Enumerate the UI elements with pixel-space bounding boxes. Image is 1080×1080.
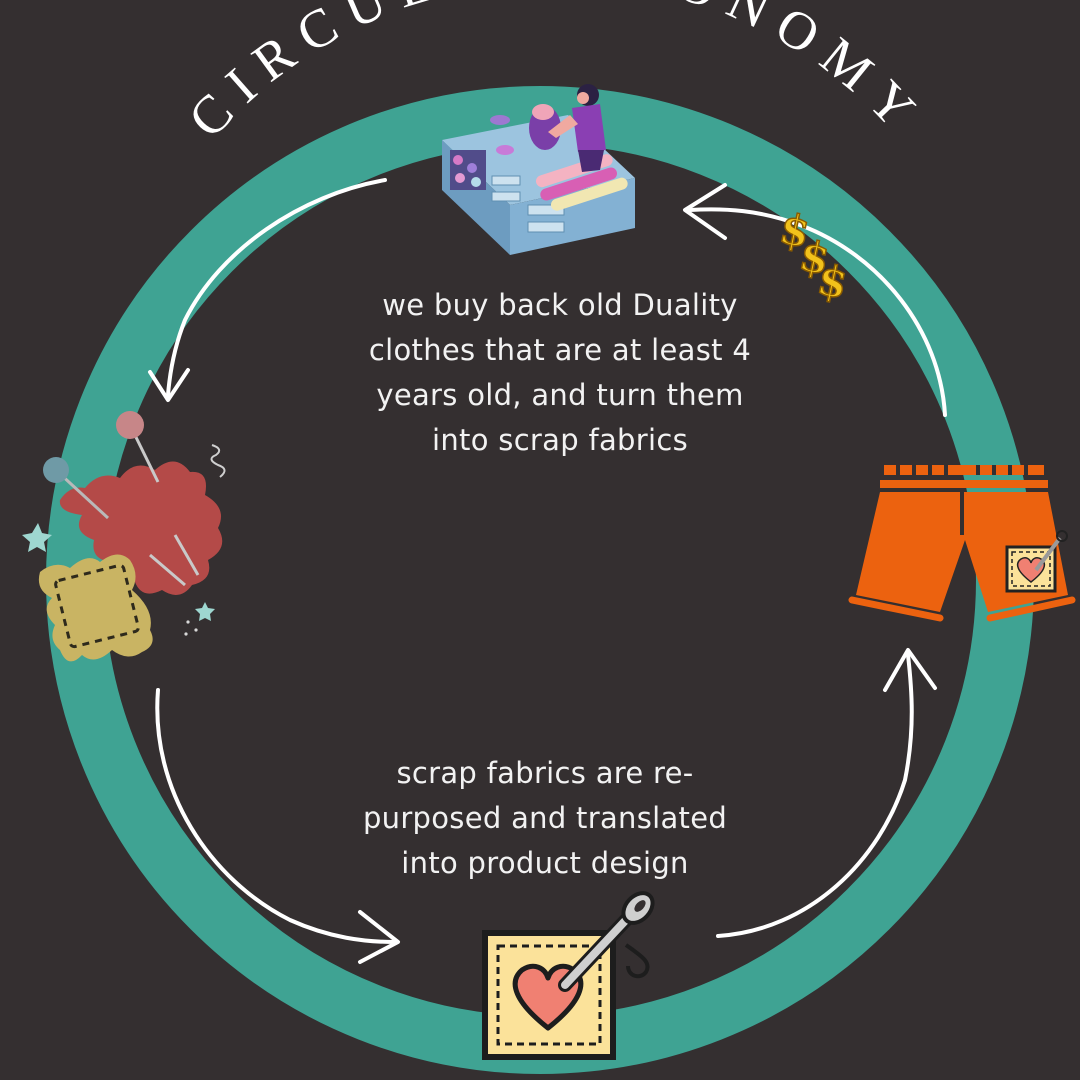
orange-shorts-icon: [848, 465, 1076, 622]
caption-bottom-line-2: purposed and translated: [362, 801, 728, 835]
caption-top-line-1: we buy back old Duality: [382, 288, 738, 322]
arrow-top-left: [148, 178, 387, 402]
arrow-bottom-left: [155, 688, 400, 964]
arrow-bottom-right: [716, 648, 937, 938]
caption-buyback: we buy back old Duality clothes that are…: [330, 283, 790, 463]
caption-repurpose: scrap fabrics are re- purposed and trans…: [315, 751, 775, 886]
small-patch-icon: [1005, 530, 1068, 593]
cycle-arrows: [148, 178, 947, 964]
svg-text:$: $: [795, 230, 834, 284]
caption-top-line-2: clothes that are at least 4: [368, 333, 752, 367]
caption-bottom-line-3: into product design: [401, 846, 689, 880]
heart-patch-icon: [482, 891, 655, 1060]
caption-bottom-line-1: scrap fabrics are re-: [396, 756, 694, 790]
caption-top-line-4: into scrap fabrics: [432, 423, 688, 457]
caption-top-line-3: years old, and turn them: [376, 378, 744, 412]
fabric-scraps-icon: [22, 411, 226, 662]
dollar-signs-icon: $ $ $: [775, 203, 853, 310]
tailor-workbench-icon: [442, 84, 635, 255]
arrow-top-right: [683, 183, 947, 417]
